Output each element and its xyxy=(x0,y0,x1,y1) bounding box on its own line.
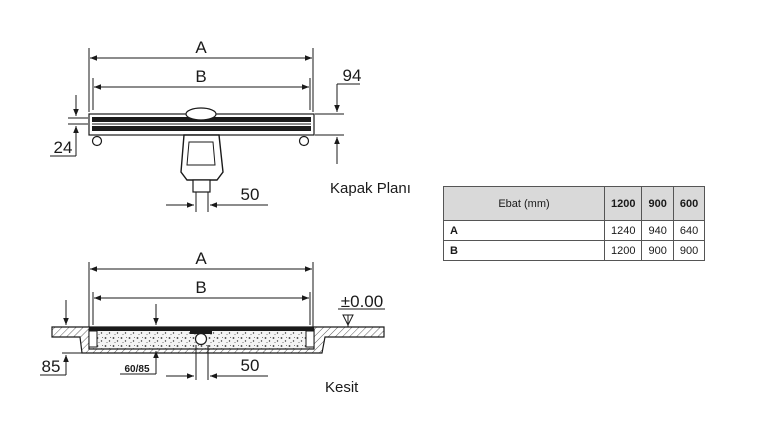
plan-dim-50-label: 50 xyxy=(241,185,260,204)
section-dim-50-label: 50 xyxy=(241,356,260,375)
size-table-cell: 1240 xyxy=(603,220,643,241)
size-table-row: A 1240 940 640 xyxy=(443,220,706,241)
section-level-label: ±0.00 xyxy=(341,292,383,311)
size-table-row-label: A xyxy=(443,220,605,241)
size-table-cell: 640 xyxy=(672,220,706,241)
size-table-cell: 1200 xyxy=(603,240,643,261)
size-table-header-cell: 600 xyxy=(672,186,706,221)
plan-dim-94-label: 94 xyxy=(343,66,362,85)
section-view: A B ±0.00 85 60/85 xyxy=(40,249,385,396)
size-table-cell: 900 xyxy=(672,240,706,261)
size-table-header-cell: 900 xyxy=(641,186,674,221)
size-table-row: B 1200 900 900 xyxy=(443,240,706,261)
plan-dim-b-label: B xyxy=(195,67,206,86)
plan-caption: Kapak Planı xyxy=(330,180,411,197)
size-table-header-cell: 1200 xyxy=(603,186,643,221)
size-table: Ebat (mm) 1200 900 600 A 1240 940 640 B … xyxy=(443,186,706,261)
size-table-cell: 900 xyxy=(641,240,674,261)
size-table-row-label: B xyxy=(443,240,605,261)
size-table-header: Ebat (mm) 1200 900 600 xyxy=(443,186,706,221)
size-table-header-cell: Ebat (mm) xyxy=(443,186,605,221)
section-dim-85-label: 85 xyxy=(42,357,61,376)
section-dim-b-label: B xyxy=(195,278,206,297)
plan-dim-24-label: 24 xyxy=(54,138,73,157)
section-dim-6085-label: 60/85 xyxy=(124,364,149,375)
plan-view: A B 94 24 50 xyxy=(50,38,411,212)
size-table-cell: 940 xyxy=(641,220,674,241)
plan-dim-a-label: A xyxy=(195,38,207,57)
section-caption: Kesit xyxy=(325,379,359,396)
section-dim-a-label: A xyxy=(195,249,207,268)
